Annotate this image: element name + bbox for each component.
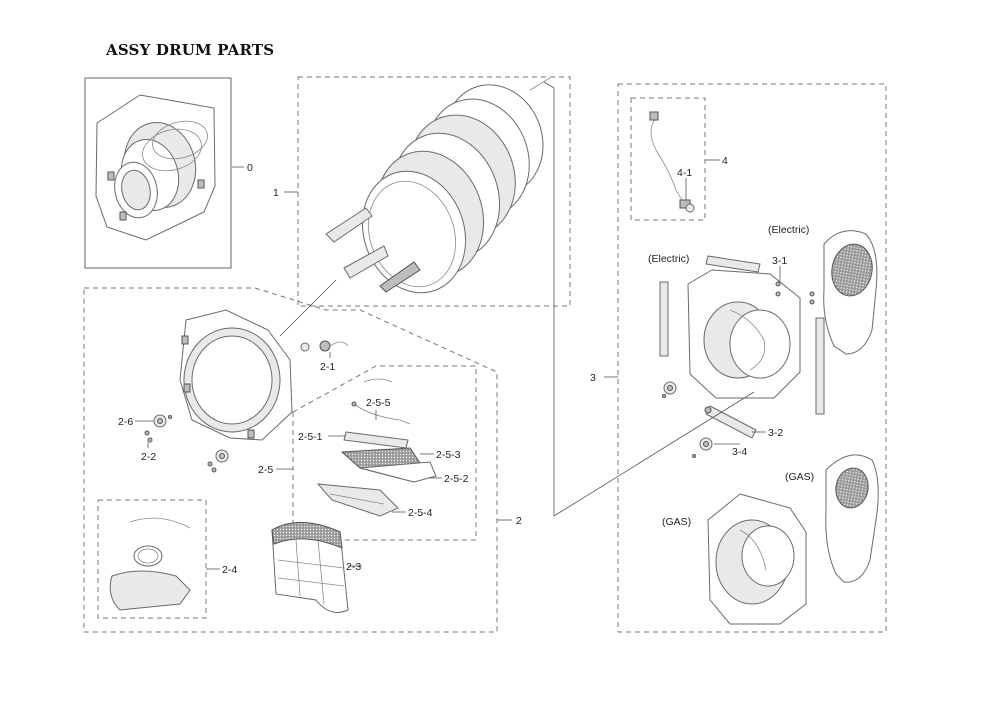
label-gas-left: (GAS) bbox=[662, 516, 691, 528]
label-part-3: 3 bbox=[590, 372, 596, 384]
box-group-2 bbox=[83, 287, 498, 633]
label-part-2-5-5: 2-5-5 bbox=[366, 397, 391, 409]
label-part-2-3: 2-3 bbox=[346, 561, 361, 573]
shaft-part-3-2 bbox=[704, 405, 757, 439]
label-part-2-1: 2-1 bbox=[320, 361, 335, 373]
heater-duct-gas bbox=[825, 454, 879, 583]
label-part-2-4: 2-4 bbox=[222, 564, 237, 576]
diagram-title: ASSY DRUM PARTS bbox=[106, 41, 275, 59]
label-part-4: 4 bbox=[722, 155, 728, 167]
box-group-3 bbox=[617, 83, 887, 633]
label-part-1: 1 bbox=[273, 187, 279, 199]
label-part-2-5-3: 2-5-3 bbox=[436, 449, 461, 461]
harness-part-4 bbox=[649, 111, 695, 213]
label-part-2-6: 2-6 bbox=[118, 416, 133, 428]
label-part-4-1: 4-1 bbox=[677, 167, 692, 179]
duct-cover-part-2-5-1 bbox=[343, 431, 409, 449]
box-group-2-5 bbox=[292, 365, 477, 541]
lint-filter-part-2-3 bbox=[271, 521, 349, 613]
label-part-3-1: 3-1 bbox=[772, 255, 787, 267]
rear-bulkhead-electric-part-3 bbox=[659, 269, 825, 415]
label-electric-left: (Electric) bbox=[648, 253, 689, 265]
label-part-2-5: 2-5 bbox=[258, 464, 273, 476]
filter-frame-part-2-5-2 bbox=[359, 461, 437, 483]
sensor-part-2-1 bbox=[300, 340, 349, 352]
box-group-1 bbox=[297, 76, 571, 307]
heater-duct-electric bbox=[823, 230, 878, 355]
label-gas-right: (GAS) bbox=[785, 471, 814, 483]
label-part-0: 0 bbox=[247, 162, 253, 174]
screws-part-3-1 bbox=[775, 281, 815, 305]
roller-part-3-4 bbox=[692, 437, 713, 458]
duct-kit-part-2-4 bbox=[109, 517, 191, 611]
front-bulkhead-part-2 bbox=[179, 279, 337, 441]
hose-part-2-5-5 bbox=[351, 378, 411, 425]
bracket-part-3-top bbox=[705, 255, 761, 273]
label-part-2-5-1: 2-5-1 bbox=[298, 431, 323, 443]
box-group-2-4 bbox=[97, 499, 207, 619]
roller-part-2-2 bbox=[168, 415, 229, 473]
label-part-3-4: 3-4 bbox=[732, 446, 747, 458]
roller-part-3-left bbox=[662, 381, 677, 398]
label-part-3-2: 3-2 bbox=[768, 427, 783, 439]
label-part-2-2: 2-2 bbox=[141, 451, 156, 463]
label-part-2: 2 bbox=[516, 515, 522, 527]
label-part-2-5-4: 2-5-4 bbox=[408, 507, 433, 519]
label-part-2-5-2: 2-5-2 bbox=[444, 473, 469, 485]
drum-assembly-part-0 bbox=[95, 94, 216, 241]
filter-guide-part-2-5-4 bbox=[316, 483, 399, 517]
drum-part-1 bbox=[325, 77, 551, 294]
box-group-4 bbox=[630, 97, 706, 221]
label-electric-right: (Electric) bbox=[768, 224, 809, 236]
roller-part-2-6 bbox=[144, 414, 167, 443]
box-assembly-0 bbox=[84, 77, 232, 269]
rear-bulkhead-gas bbox=[707, 493, 807, 625]
